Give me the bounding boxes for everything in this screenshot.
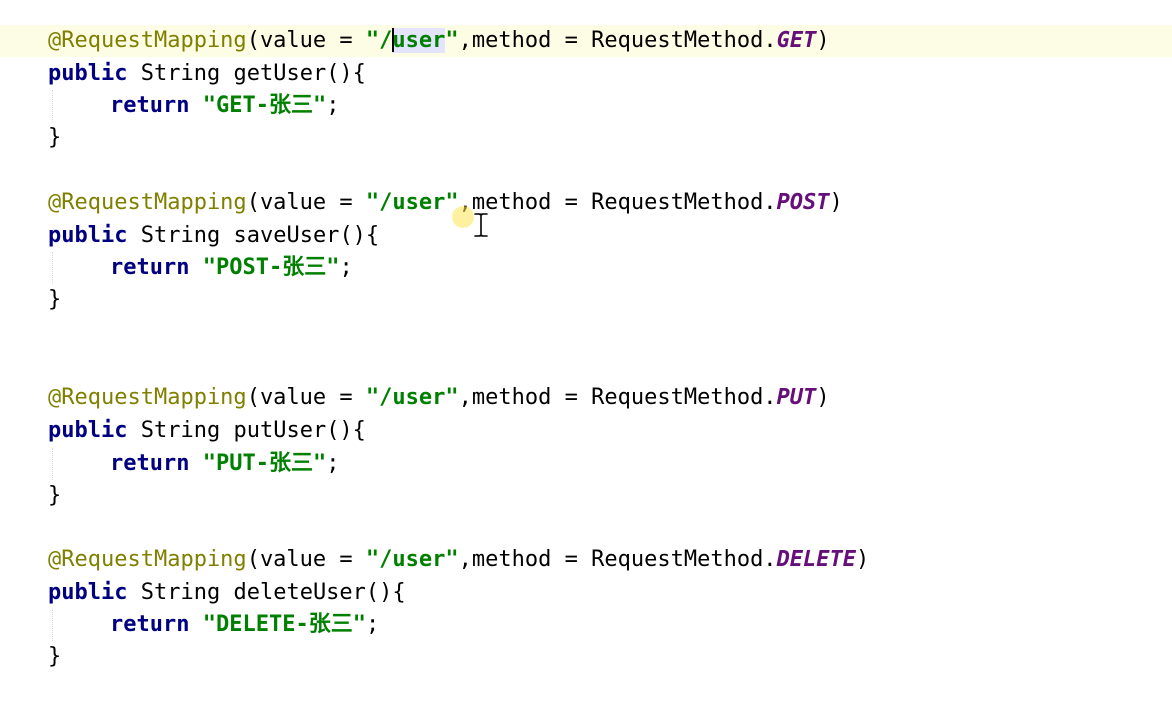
code-line-close-post[interactable]: } xyxy=(48,287,62,312)
annotation-token: @RequestMapping xyxy=(48,547,247,572)
indent-guide xyxy=(52,609,53,641)
code-line-return-put[interactable]: return "PUT-张三"; xyxy=(110,451,340,476)
return-string: "DELETE-张三" xyxy=(202,612,366,637)
indent-guide xyxy=(52,448,53,480)
indent-guide xyxy=(52,252,53,284)
code-line-signature-get[interactable]: public String getUser(){ xyxy=(48,61,366,86)
return-string: "GET-张三" xyxy=(202,93,327,118)
method-name: getUser xyxy=(233,61,327,86)
http-method-constant: POST xyxy=(776,190,830,215)
code-line-annotation-put[interactable]: @RequestMapping(value = "/user",method =… xyxy=(48,385,830,410)
method-name: saveUser xyxy=(233,223,340,248)
annotation-token: @RequestMapping xyxy=(48,190,247,215)
return-string: "POST-张三" xyxy=(202,255,340,280)
http-method-constant: PUT xyxy=(776,385,817,410)
return-string: "PUT-张三" xyxy=(202,451,327,476)
code-line-return-post[interactable]: return "POST-张三"; xyxy=(110,255,353,280)
path-string: "/user" xyxy=(365,190,459,215)
annotation-token: @RequestMapping xyxy=(48,28,247,53)
code-line-annotation-get[interactable]: @RequestMapping(value = "/user",method =… xyxy=(0,25,1172,57)
path-string: "/user" xyxy=(365,547,459,572)
code-line-signature-delete[interactable]: public String deleteUser(){ xyxy=(48,580,406,605)
method-name: putUser xyxy=(233,418,327,443)
path-string: "/user" xyxy=(365,28,459,53)
code-line-signature-put[interactable]: public String putUser(){ xyxy=(48,418,366,443)
code-line-close-delete[interactable]: } xyxy=(48,644,62,669)
code-line-close-get[interactable]: } xyxy=(48,125,62,150)
indent-guide xyxy=(52,90,53,122)
code-line-signature-post[interactable]: public String saveUser(){ xyxy=(48,223,380,248)
path-highlight: user xyxy=(392,28,446,53)
path-string: "/user" xyxy=(365,385,459,410)
mouse-hover-highlight xyxy=(452,206,474,228)
method-name: deleteUser xyxy=(233,580,366,605)
code-line-return-delete[interactable]: return "DELETE-张三"; xyxy=(110,612,380,637)
code-line-annotation-post[interactable]: @RequestMapping(value = "/user",method =… xyxy=(48,190,843,215)
http-method-constant: GET xyxy=(776,28,817,53)
text-caret xyxy=(392,28,395,52)
annotation-token: @RequestMapping xyxy=(48,385,247,410)
http-method-constant: DELETE xyxy=(776,547,857,572)
code-line-close-put[interactable]: } xyxy=(48,483,62,508)
text-ibeam-cursor-icon xyxy=(473,212,489,238)
code-line-return-get[interactable]: return "GET-张三"; xyxy=(110,93,340,118)
code-line-annotation-delete[interactable]: @RequestMapping(value = "/user",method =… xyxy=(48,547,870,572)
